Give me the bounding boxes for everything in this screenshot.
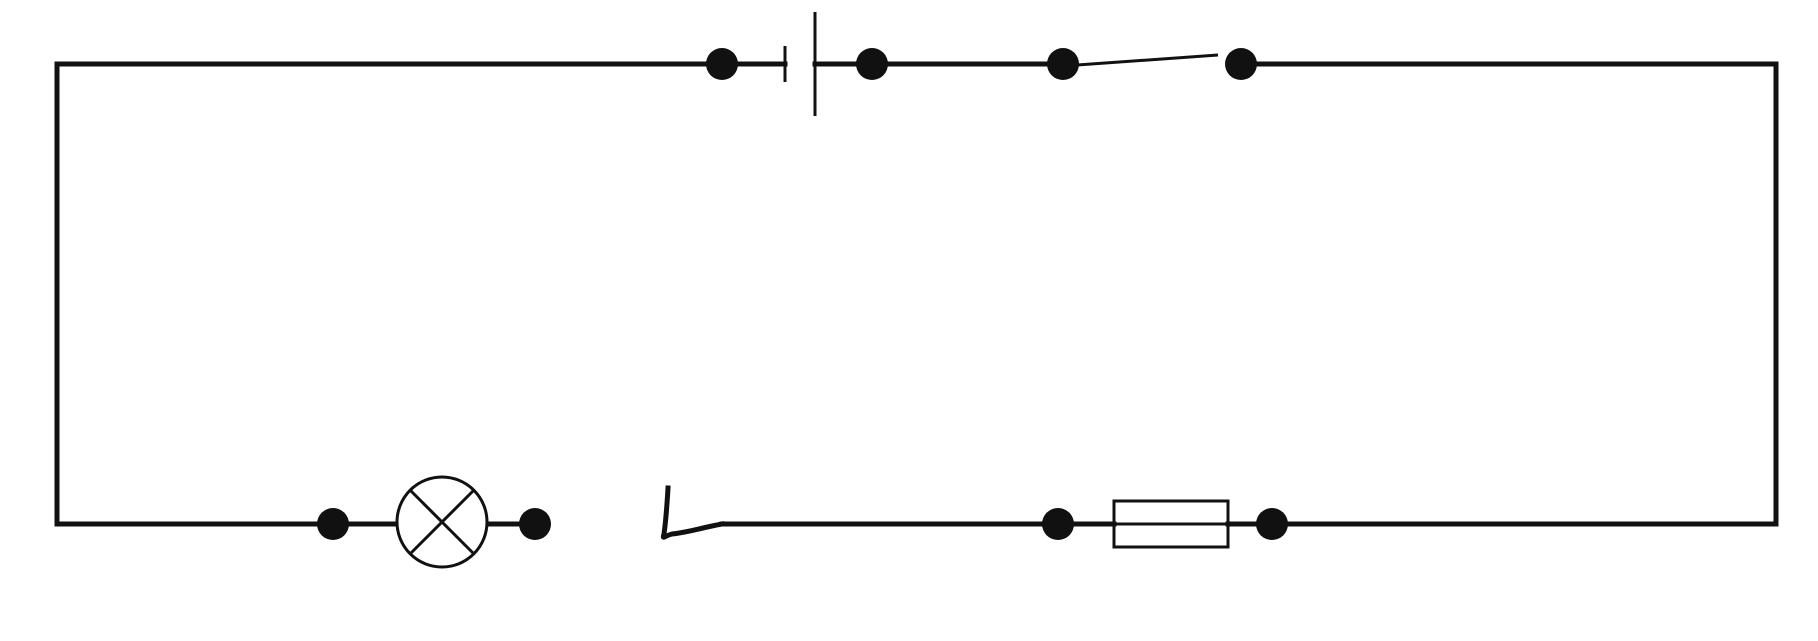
fuse-right-terminal bbox=[1256, 508, 1288, 540]
wires bbox=[54, 61, 1779, 527]
loose-wire-end-icon bbox=[660, 485, 725, 540]
switch-left-terminal bbox=[1047, 48, 1079, 80]
battery-left-terminal bbox=[706, 48, 738, 80]
fuse-left-terminal bbox=[1042, 508, 1074, 540]
lamp-left-terminal bbox=[317, 508, 349, 540]
lamp-right-terminal bbox=[519, 508, 551, 540]
lamp-circle bbox=[395, 475, 489, 569]
loose-wire-hook bbox=[660, 485, 725, 540]
terminal-nodes bbox=[317, 48, 1288, 540]
lamp-icon bbox=[395, 475, 489, 569]
battery-right-terminal bbox=[856, 48, 888, 80]
fuse-icon bbox=[1112, 499, 1230, 549]
switch-lever bbox=[1062, 53, 1219, 68]
lamp-cross-b bbox=[408, 488, 476, 556]
switch-right-terminal bbox=[1225, 48, 1257, 80]
battery-cell-icon bbox=[783, 12, 817, 116]
open-switch-icon bbox=[1062, 53, 1219, 68]
